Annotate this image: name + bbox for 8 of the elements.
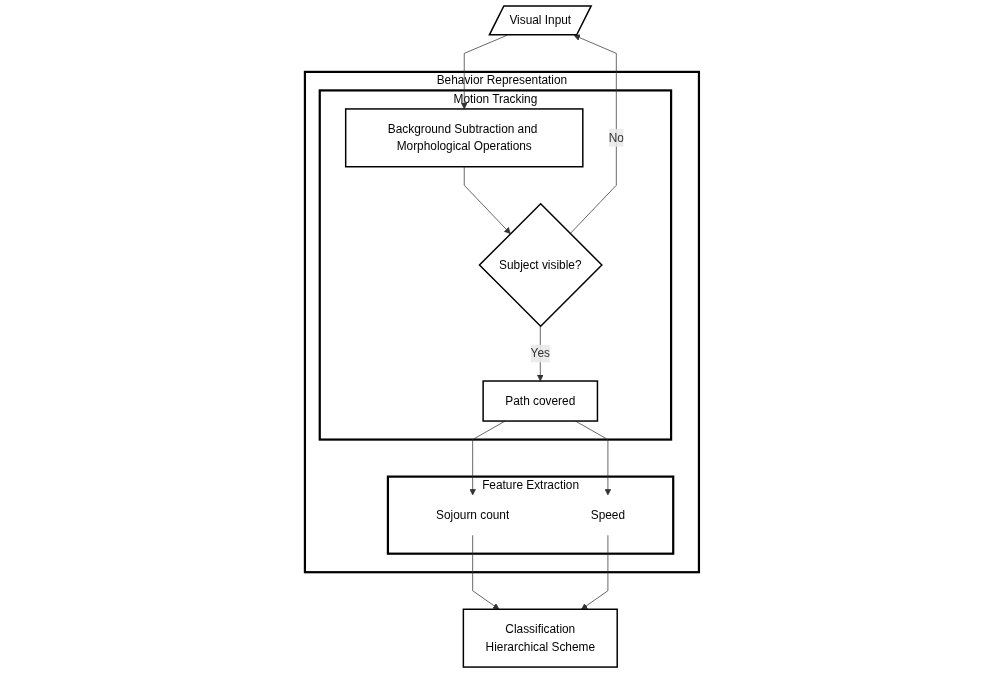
node-diamond: Subject visible? — [477, 202, 603, 328]
node-box: Background Subtraction and Morphological Operations — [344, 108, 584, 168]
node-text: Sojourn count — [435, 508, 509, 522]
node-text: Speed — [590, 508, 625, 522]
edge-label: Yes — [530, 346, 550, 360]
edge-label: No — [608, 131, 624, 144]
node-box: Classification Hierarchical Scheme — [462, 608, 618, 668]
node-box: Path covered — [481, 380, 598, 422]
